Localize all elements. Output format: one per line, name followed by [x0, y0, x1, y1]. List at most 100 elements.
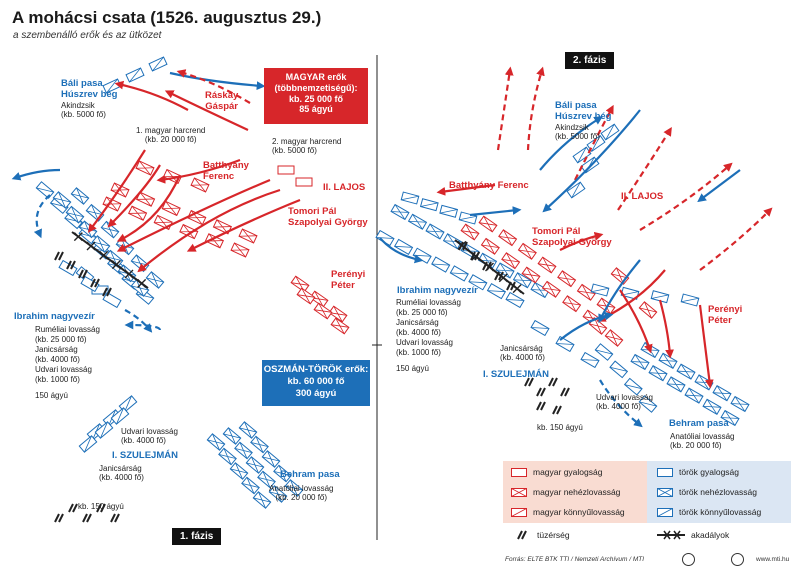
movement-arrow: [542, 109, 641, 213]
obstacle-mark: [99, 250, 109, 260]
unit-symbol: [284, 479, 304, 497]
unit-symbol: [229, 462, 249, 480]
movement-arrow: [116, 178, 271, 252]
unit-symbol: [478, 215, 498, 233]
obstacle-mark: [512, 284, 522, 294]
footer: Forrás: ELTE BTK TTI / Nemzeti Archívum …: [0, 552, 800, 568]
logo-icon: [731, 553, 744, 566]
movement-arrow: [526, 66, 545, 151]
legend-hu-infantry: magyar gyalogság: [533, 467, 603, 477]
unit-symbol: [512, 272, 533, 289]
unit-symbol: [145, 271, 165, 289]
movement-arrow: [619, 289, 653, 354]
phase-1-label: 1. fázis: [172, 528, 222, 545]
page-subtitle: a szembenálló erők és az ütközet: [13, 30, 162, 41]
unit-symbol: [102, 196, 122, 212]
unit-symbol: [268, 485, 288, 503]
movement-arrow: [639, 162, 733, 231]
movement-arrow: [697, 169, 741, 203]
unit-symbol: [576, 283, 596, 301]
unit-symbol: [296, 287, 316, 305]
unit-symbol: [261, 450, 281, 468]
artillery-icon: [82, 513, 92, 523]
unit-symbol: [206, 433, 226, 451]
unit-symbol: [609, 360, 629, 379]
movement-arrow: [124, 320, 162, 331]
unit-symbol: [623, 377, 643, 396]
movement-arrow: [186, 198, 301, 252]
p1-behram: Behram pasa: [280, 469, 340, 480]
legend-hu-heavy-cavalry: magyar nehézlovasság: [533, 487, 621, 497]
artillery-icon: [552, 405, 562, 415]
unit-symbol: [630, 353, 650, 371]
legend-tr-light-cavalry: török könnyűlovasság: [679, 507, 762, 517]
movement-arrow: [599, 379, 643, 428]
p1-lajos: II. LAJOS: [323, 182, 366, 193]
p1-line1: 1. magyar harcrend(kb. 20 000 fő): [136, 126, 206, 145]
artillery-icon: [524, 377, 534, 387]
movement-arrow: [539, 116, 603, 171]
artillery-icon: [54, 251, 64, 261]
unit-symbol: [419, 198, 439, 212]
p2-anatolia: Anatóliai lovasság(kb. 20 000 fő): [670, 432, 735, 451]
unit-symbol: [557, 270, 577, 288]
unit-symbol: [135, 191, 156, 207]
unit-symbol: [572, 146, 592, 164]
unit-symbol: [590, 283, 610, 297]
unit-symbol: [566, 181, 586, 199]
unit-symbol: [439, 204, 459, 218]
unit-symbol: [666, 376, 686, 393]
unit-symbol: [222, 427, 242, 445]
unit-symbol: [680, 293, 700, 307]
hu-infantry-symbol: [511, 467, 527, 477]
movement-arrow: [164, 90, 249, 131]
unit-symbol: [684, 387, 704, 404]
p1-szulejman: I. SZULEJMÁN: [112, 450, 178, 461]
movement-arrow: [469, 206, 522, 217]
unit-symbol: [230, 242, 250, 258]
unit-symbol: [110, 407, 130, 425]
artillery-layer: [54, 231, 570, 523]
unit-symbol: [480, 237, 500, 255]
movement-arrow: [116, 174, 182, 242]
p2-ibrahim-units: Ruméliai lovasság(kb. 25 000 fő) Janicsá…: [396, 298, 461, 373]
unit-symbol: [80, 275, 100, 293]
obstacle-mark: [137, 278, 147, 288]
movement-arrow: [699, 207, 773, 271]
footer-url: www.mti.hu: [756, 556, 790, 563]
p2-akindzsik: Akindzsik(kb. 5000 fő): [555, 123, 600, 142]
unit-symbol: [190, 177, 210, 193]
unit-symbol: [313, 302, 333, 320]
unit-symbol: [241, 476, 260, 495]
p2-agyu2: kb. 150 ágyú: [537, 423, 583, 432]
p2-batthyany: Batthyány Ferenc: [449, 180, 529, 191]
movement-arrow: [658, 299, 674, 359]
artillery-icon: [560, 387, 570, 397]
p2-lajos: II. LAJOS: [621, 191, 664, 202]
unit-symbol: [442, 233, 463, 250]
obstacle-mark: [124, 269, 134, 279]
unit-symbol: [153, 214, 173, 231]
artillery-icon: [536, 401, 546, 411]
unit-symbol: [277, 165, 295, 175]
unit-symbol: [521, 266, 541, 284]
movement-arrow: [124, 309, 153, 333]
unit-symbol: [309, 290, 329, 308]
artillery-icon: [66, 260, 76, 270]
unit-symbol: [650, 290, 670, 304]
unit-symbol: [676, 363, 696, 380]
legend-artillery: tüzérség: [537, 530, 570, 540]
unit-symbol: [161, 200, 181, 217]
obstacle-mark: [471, 251, 481, 261]
unit-symbol: [537, 256, 557, 274]
obstacle-mark: [111, 260, 121, 270]
unit-symbol: [501, 252, 521, 270]
artillery-icon: [68, 503, 78, 513]
unit-symbol: [252, 491, 272, 509]
unit-symbol: [52, 191, 72, 209]
unit-symbol: [600, 123, 620, 141]
